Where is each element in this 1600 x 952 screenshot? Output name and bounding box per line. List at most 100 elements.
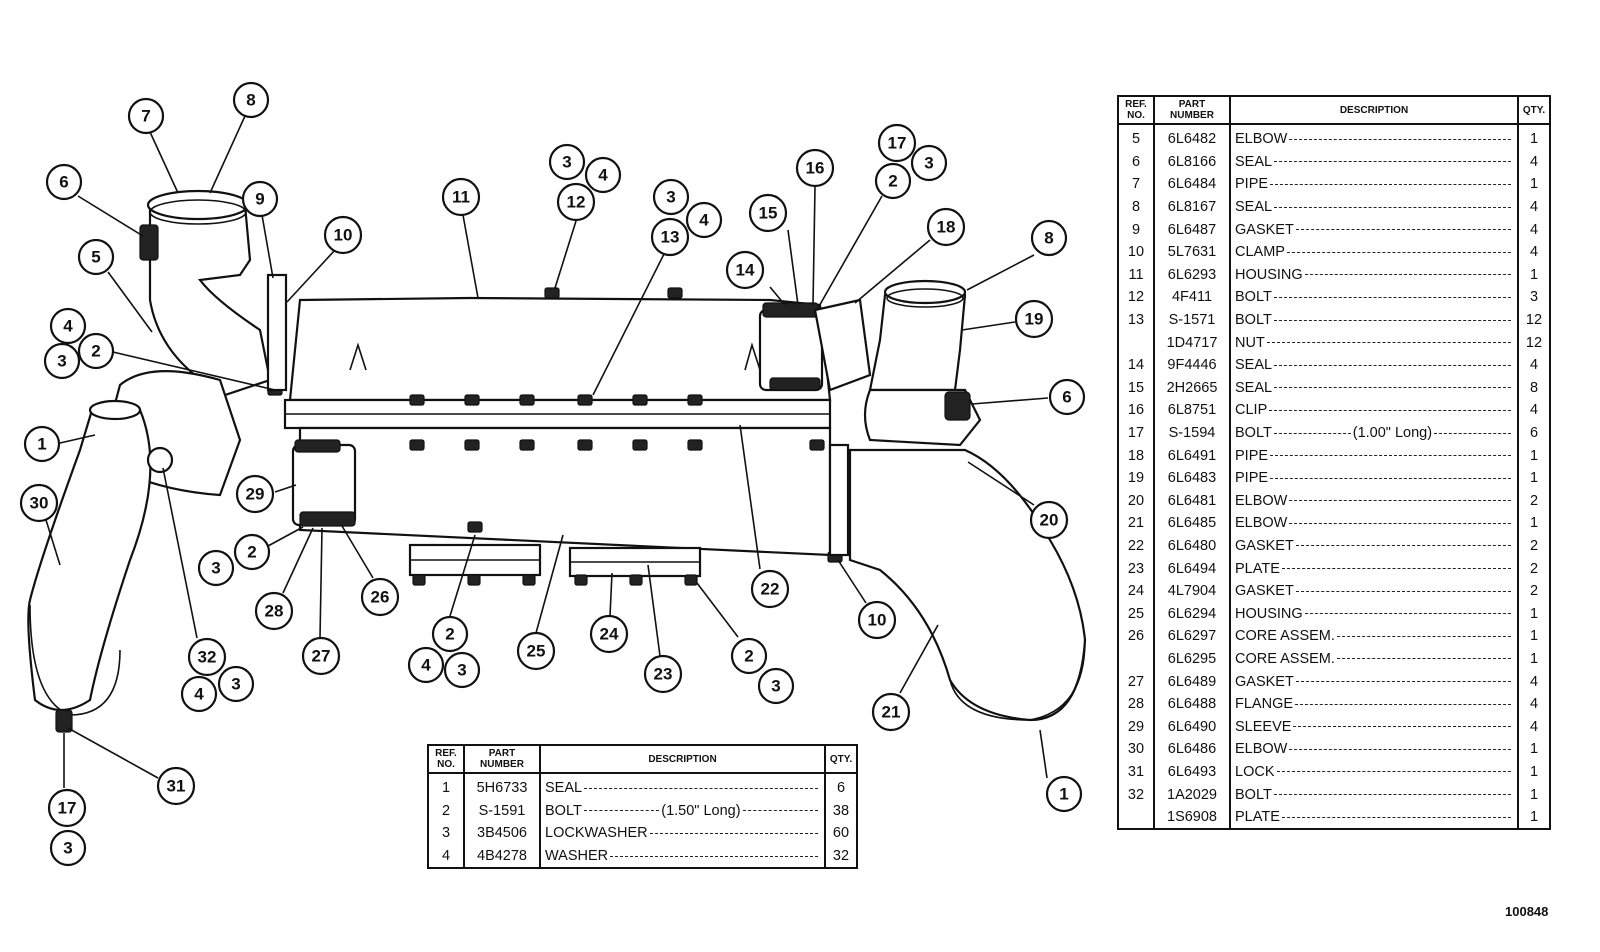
svg-text:16: 16 bbox=[806, 159, 825, 178]
svg-text:4: 4 bbox=[598, 166, 608, 185]
part-number-cell: 6L6294 bbox=[1153, 602, 1231, 626]
dot-leader bbox=[1269, 409, 1511, 411]
callout-2: 2 bbox=[730, 637, 768, 675]
qty-cell: 4 bbox=[1517, 218, 1551, 241]
description-text: CORE ASSEM. bbox=[1235, 628, 1335, 645]
svg-text:26: 26 bbox=[371, 588, 390, 607]
description-cell: BOLT bbox=[1229, 783, 1519, 806]
ref-no-cell: 2 bbox=[427, 799, 465, 823]
description-text: PLATE bbox=[1235, 560, 1280, 577]
description-cell: NUT bbox=[1229, 331, 1519, 354]
svg-text:31: 31 bbox=[167, 777, 186, 796]
description-text: SEAL bbox=[1235, 357, 1273, 374]
description-text: WASHER bbox=[545, 848, 609, 865]
svg-text:7: 7 bbox=[141, 107, 150, 126]
description-cell: BOLT bbox=[1229, 308, 1519, 332]
svg-text:3: 3 bbox=[562, 153, 571, 172]
svg-text:32: 32 bbox=[198, 648, 217, 667]
part-number-cell: 1S6908 bbox=[1153, 805, 1231, 830]
part-number-cell: 5H6733 bbox=[463, 773, 541, 800]
description-cell: SEAL bbox=[1229, 353, 1519, 377]
callout-6: 6 bbox=[1048, 378, 1086, 416]
part-number-cell: 6L6490 bbox=[1153, 715, 1231, 739]
qty-cell: 2 bbox=[1517, 489, 1551, 513]
part-number-cell: 1D4717 bbox=[1153, 331, 1231, 354]
dot-leader bbox=[1295, 545, 1511, 547]
qty-cell: 1 bbox=[1517, 738, 1551, 761]
callout-19: 19 bbox=[1014, 299, 1054, 339]
ref-no-cell: 17 bbox=[1117, 421, 1155, 445]
description-cell: SEAL bbox=[1229, 376, 1519, 400]
part-number-cell: 9F4446 bbox=[1153, 353, 1231, 377]
description-text: SEAL bbox=[1235, 379, 1273, 396]
leader-lines bbox=[45, 115, 1049, 788]
callout-3: 3 bbox=[910, 144, 948, 182]
part-number-cell: S-1591 bbox=[463, 799, 541, 823]
svg-text:22: 22 bbox=[761, 580, 780, 599]
svg-text:1: 1 bbox=[37, 435, 46, 454]
dot-leader bbox=[1295, 703, 1511, 705]
svg-text:3: 3 bbox=[666, 188, 675, 207]
dot-leader bbox=[610, 855, 818, 857]
part-number-cell: 6L6489 bbox=[1153, 670, 1231, 693]
qty-cell: 1 bbox=[1517, 124, 1551, 151]
callout-4: 4 bbox=[685, 201, 723, 239]
part-number-cell: 6L6482 bbox=[1153, 124, 1231, 151]
aftercooler-assembly-drawing bbox=[27, 189, 1087, 733]
ref-no-cell: 14 bbox=[1117, 353, 1155, 377]
description-text: HOUSING bbox=[1235, 605, 1303, 622]
part-number-cell: 6L6481 bbox=[1153, 489, 1231, 513]
dot-leader bbox=[1304, 613, 1511, 615]
dot-leader bbox=[1274, 161, 1511, 163]
description-text: SEAL bbox=[1235, 199, 1273, 216]
part-number-cell: 1A2029 bbox=[1153, 783, 1231, 806]
dot-leader bbox=[1304, 274, 1511, 276]
part-number-cell: 3B4506 bbox=[463, 822, 541, 845]
svg-text:6: 6 bbox=[1062, 388, 1071, 407]
callout-32: 32 bbox=[187, 637, 227, 677]
svg-text:2: 2 bbox=[744, 647, 753, 666]
ref-no-cell: 8 bbox=[1117, 195, 1155, 219]
part-number-cell: 6L6486 bbox=[1153, 738, 1231, 761]
callout-3: 3 bbox=[757, 667, 795, 705]
dot-leader bbox=[1266, 342, 1511, 344]
description-cell: PIPE bbox=[1229, 444, 1519, 467]
description-text: LOCK bbox=[1235, 763, 1275, 780]
svg-text:8: 8 bbox=[1044, 229, 1053, 248]
svg-text:3: 3 bbox=[771, 677, 780, 696]
ref-no-cell: 12 bbox=[1117, 286, 1155, 309]
dot-leader bbox=[1289, 500, 1511, 502]
ref-no-cell: 11 bbox=[1117, 263, 1155, 287]
ref-no-cell: 10 bbox=[1117, 240, 1155, 264]
qty-cell: 1 bbox=[1517, 647, 1551, 671]
dot-leader bbox=[1293, 726, 1511, 728]
svg-text:15: 15 bbox=[759, 204, 778, 223]
svg-text:3: 3 bbox=[231, 675, 240, 694]
callout-22: 22 bbox=[750, 569, 790, 609]
dot-leader bbox=[583, 810, 660, 812]
description-text: SLEEVE bbox=[1235, 718, 1292, 735]
callout-17: 17 bbox=[47, 788, 87, 828]
qty-header: QTY. bbox=[824, 744, 858, 774]
dot-leader bbox=[1281, 816, 1511, 818]
ref-no-cell: 27 bbox=[1117, 670, 1155, 693]
part-number-cell: 6L6484 bbox=[1153, 173, 1231, 196]
description-text: FLANGE bbox=[1235, 696, 1294, 713]
ref-no-cell: 15 bbox=[1117, 376, 1155, 400]
svg-text:9: 9 bbox=[255, 190, 264, 209]
svg-text:2: 2 bbox=[445, 625, 454, 644]
description-text: PIPE bbox=[1235, 447, 1269, 464]
description-cell: GASKET bbox=[1229, 670, 1519, 693]
description-text: CLIP bbox=[1235, 402, 1268, 419]
callout-3: 3 bbox=[652, 178, 690, 216]
